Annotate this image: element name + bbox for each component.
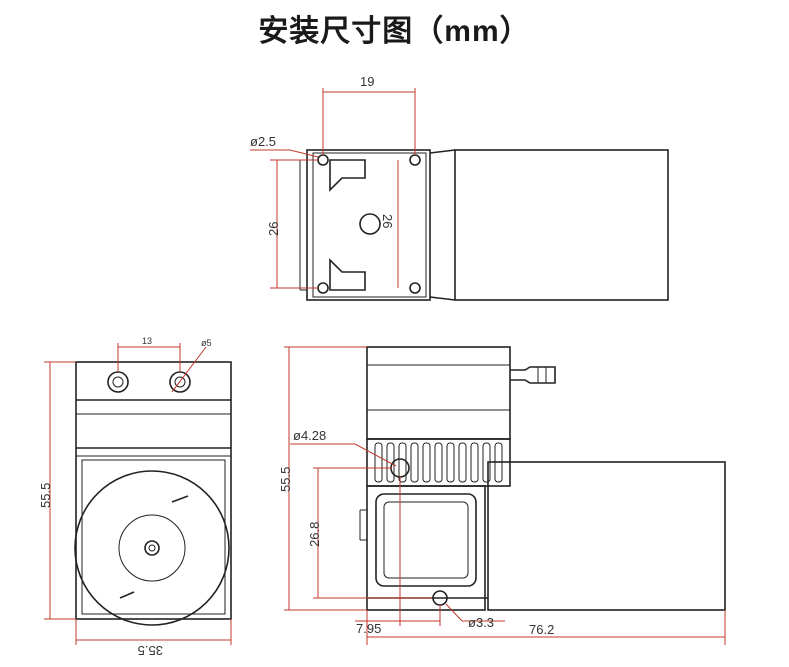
inlet-port bbox=[107, 371, 129, 393]
front-height-label: 55.5 bbox=[38, 483, 53, 508]
center-shaft-hole bbox=[359, 213, 381, 235]
cooling-ribs bbox=[374, 442, 503, 483]
length-label: 76.2 bbox=[529, 622, 554, 637]
side-height-label: 55.5 bbox=[278, 467, 293, 492]
mount-hole-tr bbox=[409, 154, 421, 166]
top-inner-height-label: 26 bbox=[380, 214, 395, 228]
fitting-diameter-label: ø4.28 bbox=[293, 428, 326, 443]
pump-head bbox=[366, 346, 511, 440]
front-outline bbox=[75, 361, 232, 620]
side-bracket bbox=[366, 485, 486, 611]
side-motor-body bbox=[487, 461, 726, 611]
side-view: 55.5 ø4.28 26.8 7.95 ø3.3 76.2 bbox=[278, 346, 726, 645]
top-width-label: 19 bbox=[360, 74, 374, 89]
top-motor-body bbox=[454, 149, 669, 301]
offset-label: 7.95 bbox=[356, 621, 381, 636]
front-width-label: 35.5 bbox=[138, 643, 163, 658]
top-bracket bbox=[306, 149, 431, 301]
hose-barb bbox=[510, 366, 556, 384]
port-diameter-label: ø5 bbox=[201, 338, 212, 348]
top-left-height-label: 26 bbox=[266, 222, 281, 236]
port-spacing-label: 13 bbox=[142, 336, 152, 346]
front-view: 13 ø5 55.5 35.5 bbox=[38, 336, 232, 658]
motor-face bbox=[74, 470, 230, 626]
base-hole-label: ø3.3 bbox=[468, 615, 494, 630]
page-title: 安装尺寸图（mm） bbox=[258, 15, 531, 48]
top-view: 19 ø2.5 26 26 bbox=[250, 74, 669, 301]
mount-hole-tl bbox=[317, 154, 329, 166]
mount-hole-br bbox=[409, 282, 421, 294]
top-hole-label: ø2.5 bbox=[250, 134, 276, 149]
mount-height-label: 26.8 bbox=[307, 522, 322, 547]
mount-hole-bl bbox=[317, 282, 329, 294]
